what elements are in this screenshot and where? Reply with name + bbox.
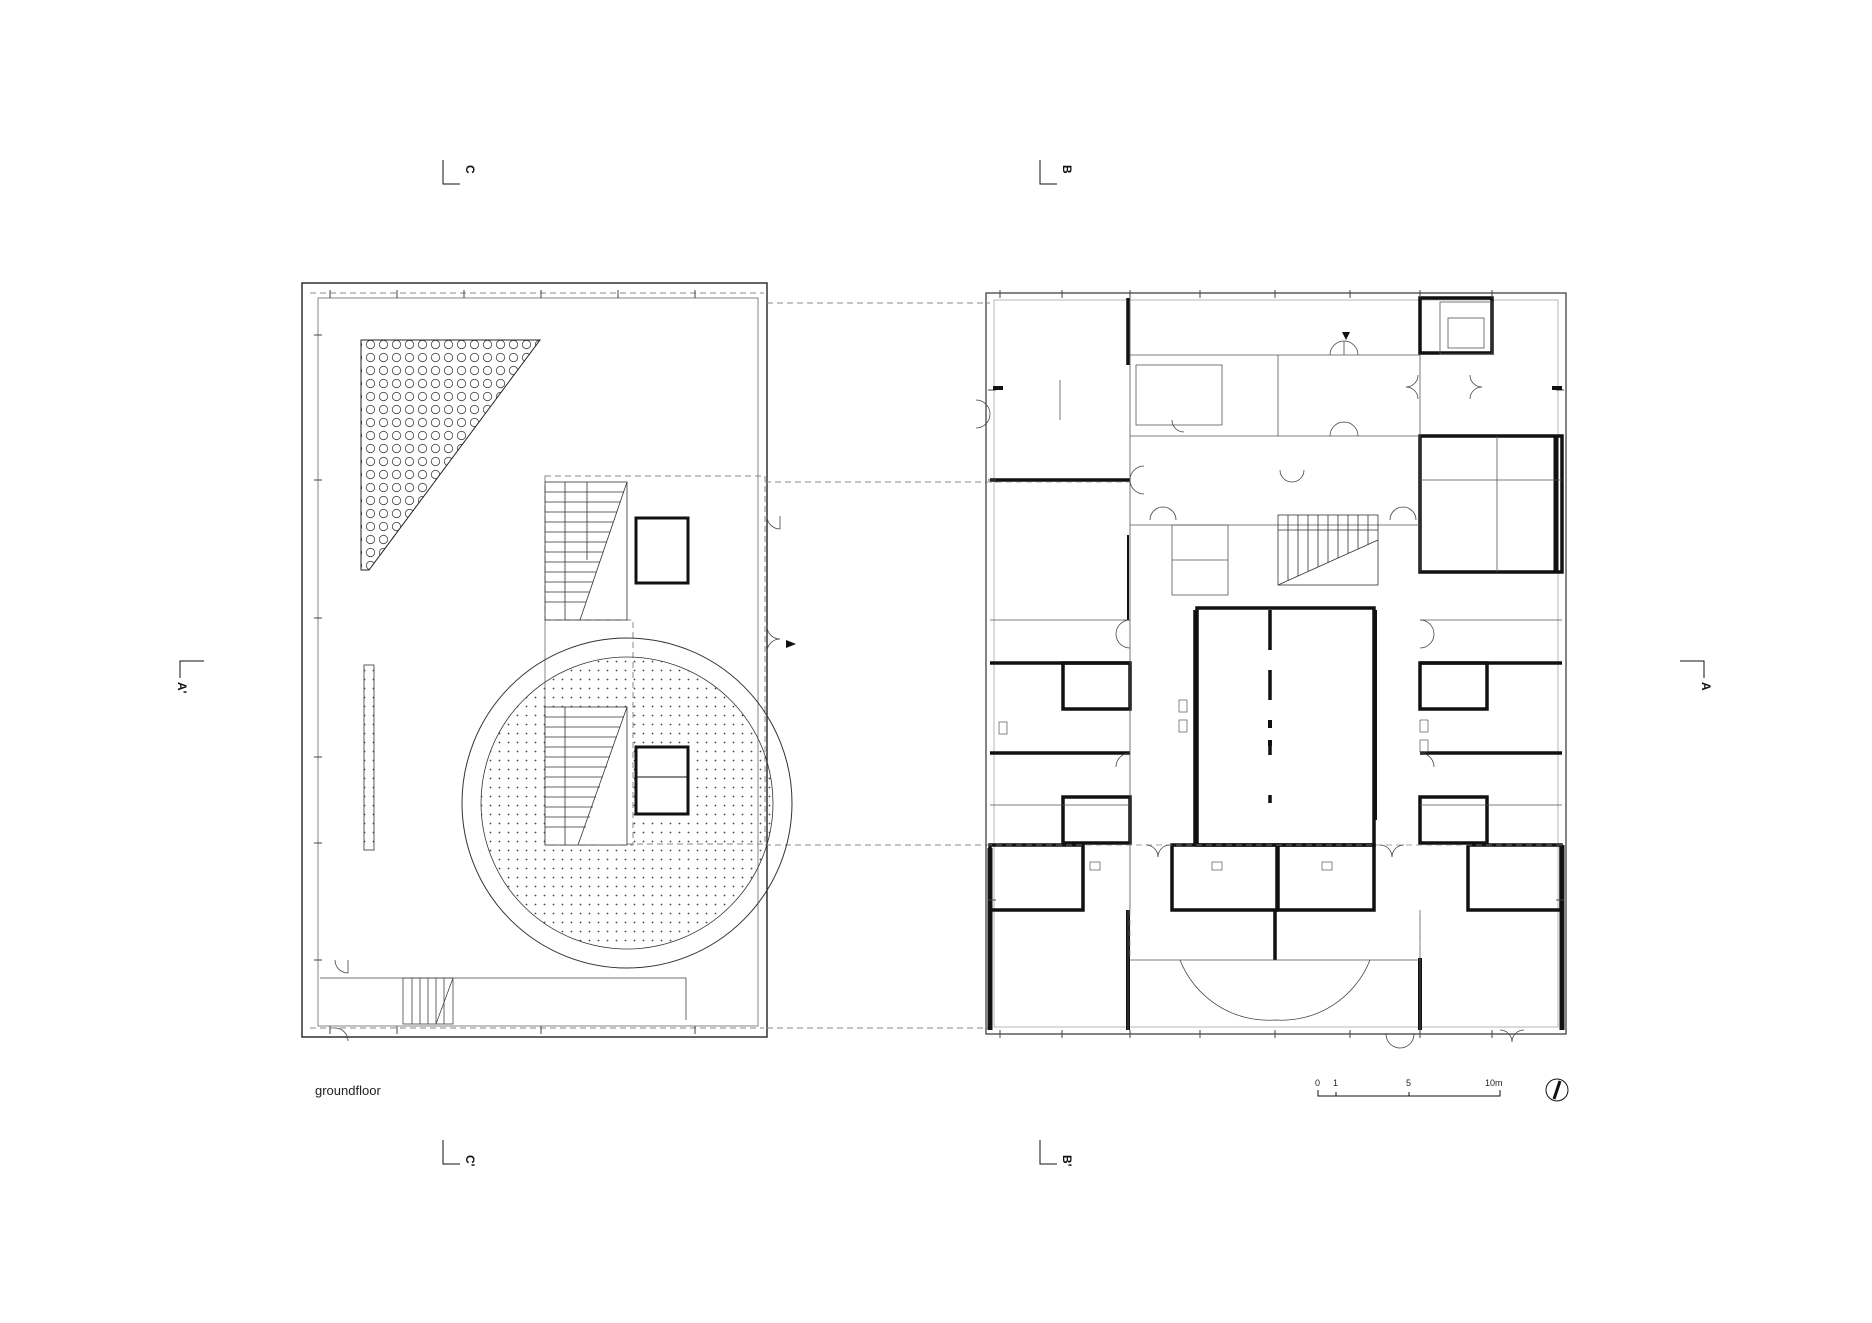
section-marker-b-top: B	[1060, 165, 1074, 174]
core-box-upper	[634, 516, 690, 585]
north-arrow-icon	[1545, 1078, 1569, 1102]
scale-label-10m: 10m	[1485, 1078, 1503, 1088]
bench-strip	[363, 664, 375, 851]
triangle-planter	[360, 339, 541, 571]
section-marker-a-right: A	[1699, 682, 1713, 691]
scale-label-1: 1	[1333, 1078, 1338, 1088]
section-markers	[179, 160, 1705, 1165]
thick-walls	[987, 296, 1565, 1030]
section-marker-b-bottom: B'	[1060, 1155, 1074, 1167]
scale-label-0: 0	[1315, 1078, 1320, 1088]
drawing-caption: groundfloor	[315, 1083, 381, 1098]
doors	[975, 340, 1525, 1049]
upper-stair	[544, 481, 628, 621]
scale-label-5: 5	[1406, 1078, 1411, 1088]
left-pavilion	[301, 282, 768, 1038]
core-box-lower	[634, 745, 690, 816]
section-marker-c-top: C	[463, 165, 477, 174]
scale-bar	[1317, 1090, 1501, 1097]
circular-court	[461, 637, 793, 969]
section-marker-a-left: A'	[175, 682, 189, 694]
section-marker-c-bottom: C'	[463, 1155, 477, 1167]
central-stair	[1277, 514, 1379, 586]
